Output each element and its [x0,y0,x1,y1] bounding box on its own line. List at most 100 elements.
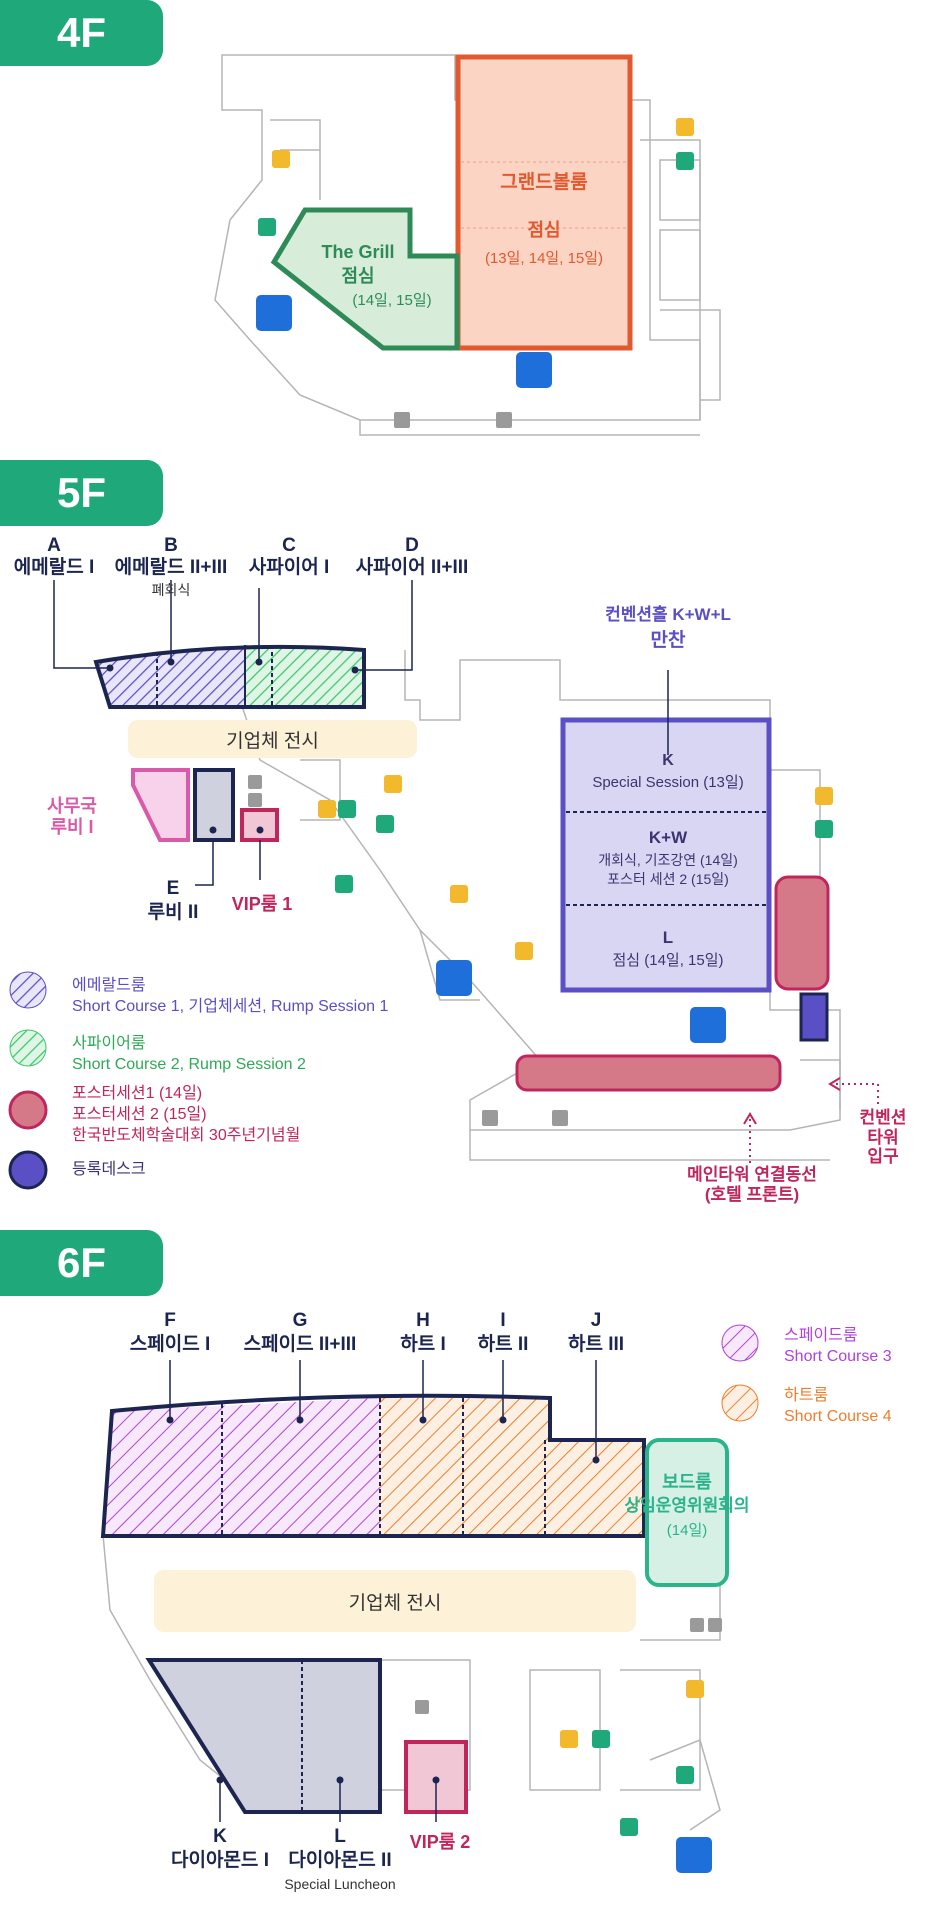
legend-6f-swatches [721,1324,759,1422]
legend-spade: 스페이드룸 Short Course 3 [784,1326,892,1368]
the-grill-area[interactable] [270,207,460,351]
legend-swatch-heart [721,1384,759,1422]
legend-emerald-desc: Short Course 1, 기업체세션, Rump Session 1 [72,997,389,1015]
room-g-name: 스페이드 II+III [243,1334,357,1355]
room-d-name: 사파이어 II+III [355,557,469,578]
legend-swatch-registration [8,1150,48,1190]
legend-5f-swatches [8,971,48,1190]
pointer-dots-6f [166,1416,600,1784]
hall-kw-desc2: 포스터 세션 2 (15일) [607,871,729,887]
room-c-code: C [282,535,296,556]
the-grill-use: 점심 [341,266,375,286]
legend-heart: 하트룸 Short Course 4 [784,1386,892,1428]
room-l-note: Special Luncheon [284,1876,396,1892]
room-a-code: A [47,535,61,556]
floor-tag-5f[interactable]: 5F [0,460,163,526]
grand-ballroom-area[interactable] [455,54,633,351]
heart-rooms-area[interactable] [380,1398,644,1536]
room-j-name: 하트 III [567,1334,625,1355]
main-tower-label: 메인타워 연결동선 (호텔 프론트) [687,1165,817,1204]
room-h-name: 하트 I [400,1334,446,1355]
room-l-code: L [334,1826,346,1847]
main-tower-arrow-head [743,1112,757,1125]
pointer-dots-5f [106,658,359,834]
room-b-name: 에메랄드 II+III [114,557,228,578]
boardroom-dates: (14일) [666,1522,708,1539]
grand-ballroom-use: 점심 [527,220,561,240]
sapphire-rooms-area[interactable] [245,645,364,707]
spade-rooms-area[interactable] [103,1398,380,1536]
room-a-name: 에메랄드 I [13,557,95,578]
hall-l-code: L [662,928,674,947]
the-grill-name: The Grill [321,242,395,262]
floor-4f-icons [256,118,694,428]
room-f-code: F [164,1310,176,1331]
legend-poster: 포스터세션1 (14일) 포스터세션 2 (15일) 한국반도체학술대회 30주… [72,1084,300,1146]
convention-tower-arrow [832,1083,879,1104]
legend-registration-title: 등록데스크 [72,1161,146,1178]
emerald-dividers [156,645,273,707]
spade-heart-outline [100,1393,646,1538]
room-f-name: 스페이드 I [129,1334,211,1355]
room-b-code: B [164,535,178,556]
legend-swatch-spade [721,1324,759,1362]
legend-registration: 등록데스크 [72,1160,146,1181]
room-g-code: G [292,1310,308,1331]
legend-sapphire-desc: Short Course 2, Rump Session 2 [72,1055,306,1073]
vip-room-1-area[interactable] [240,808,279,842]
floor-6f-icons [415,1618,722,1873]
legend-sapphire: 사파이어룸 Short Course 2, Rump Session 2 [72,1034,306,1076]
hall-kw-desc1: 개회식, 기조강연 (14일) [598,852,738,868]
legend-heart-desc: Short Course 4 [784,1407,892,1425]
registration-desk-area[interactable] [799,992,829,1042]
office-ruby1-area[interactable] [131,768,190,842]
room-b-note: 폐회식 [151,582,191,598]
room-i-name: 하트 II [477,1334,529,1355]
exhibit-label-5f: 기업체 전시 [128,720,417,758]
legend-poster-line1: 포스터세션1 (14일) [72,1085,203,1102]
legend-poster-line2: 포스터세션 2 (15일) [72,1105,207,1123]
poster-area-right[interactable] [774,875,830,991]
room-e-name: 루비 II [147,902,199,923]
room-k-code: K [213,1826,227,1847]
boardroom-use: 상임운영위원회의 [624,1496,750,1515]
legend-spade-desc: Short Course 3 [784,1347,892,1365]
boardroom-name: 보드룸 [662,1472,712,1492]
vip-room-1-label: VIP룸 1 [231,894,293,914]
poster-area-bottom[interactable] [515,1054,782,1092]
legend-poster-line3: 한국반도체학술대회 30주년기념월 [72,1126,301,1144]
floor-tag-6f[interactable]: 6F [0,1230,163,1296]
exhibit-label-6f: 기업체 전시 [154,1570,636,1632]
vip-room-2-label: VIP룸 2 [409,1832,471,1852]
ballroom-divider-1 [461,161,627,229]
hall-l-desc: 점심 (14일, 15일) [612,952,724,969]
hall-kw-code: K+W [648,828,688,847]
legend-sapphire-title: 사파이어룸 [72,1035,146,1052]
legend-emerald-title: 에메랄드룸 [72,977,146,994]
room-l-name: 다이아몬드 II [288,1850,392,1871]
the-grill-dates: (14일, 15일) [352,292,432,309]
floor-tag-4f[interactable]: 4F [0,0,163,66]
room-c-name: 사파이어 I [248,557,330,578]
legend-swatch-emerald [9,971,47,1009]
convention-dividers [566,811,766,906]
grand-ballroom-name: 그랜드볼룸 [500,172,588,193]
pointer-lines-5f [53,580,669,886]
legend-emerald: 에메랄드룸 Short Course 1, 기업체세션, Rump Sessio… [72,976,388,1018]
legend-spade-title: 스페이드룸 [784,1327,858,1344]
convention-hall-area[interactable] [560,717,772,993]
pointer-lines-6f [169,1360,597,1822]
legend-heart-title: 하트룸 [784,1387,829,1404]
legend-swatch-sapphire [9,1029,47,1067]
convention-tower-arrow-head [828,1077,841,1091]
room-h-code: H [416,1310,430,1331]
convention-use: 만찬 [650,630,686,651]
boardroom-area[interactable] [645,1438,729,1587]
room-e-code: E [166,878,180,899]
emerald-sapphire-outline [93,644,366,709]
hall-k-code: K [662,752,674,769]
emerald-rooms-area[interactable] [96,645,245,707]
convention-title: 컨벤션홀 K+W+L [605,605,731,624]
convention-tower-label: 컨벤션타워 입구 [859,1108,907,1167]
diamond-rooms-area[interactable] [145,1658,382,1814]
